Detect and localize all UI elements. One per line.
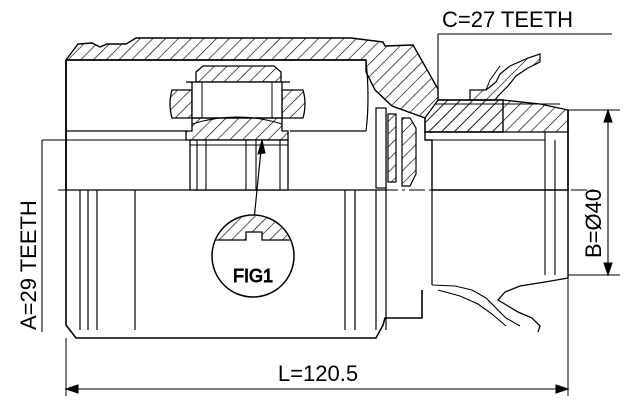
tripod-roller-right [281,89,306,119]
c-teeth-label: C=27 TEETH [442,7,573,32]
housing [64,37,504,339]
spider-spline-bore [189,139,289,191]
housing-bore-curve [365,59,369,132]
tripod-roller-top [195,65,282,83]
length-label: L=120.5 [278,361,358,386]
stub-shaft [375,53,569,333]
tripod-roller-left [169,89,193,119]
stub-shaft-section [424,99,569,133]
dim-b: B=Ø40 [568,108,620,277]
housing-wall-section [64,37,504,133]
housing-outline [65,60,423,339]
b-diameter-label: B=Ø40 [581,189,606,258]
tripod-spider [169,65,306,191]
dim-c: C=27 TEETH [437,7,612,89]
fig1-detail: FIG1 [211,139,295,298]
fig1-label: FIG1 [233,266,273,286]
a-teeth-label: A=29 TEETH [16,200,41,330]
stub-shaft-flank [496,277,569,333]
tripod-bearing [191,81,283,119]
retainer-ring [375,107,387,189]
dim-a: A=29 TEETH [16,139,186,332]
seal-boot [469,53,541,101]
dim-l: L=120.5 [64,278,570,396]
snap-ring [387,113,397,183]
spline-barrel [66,108,387,330]
